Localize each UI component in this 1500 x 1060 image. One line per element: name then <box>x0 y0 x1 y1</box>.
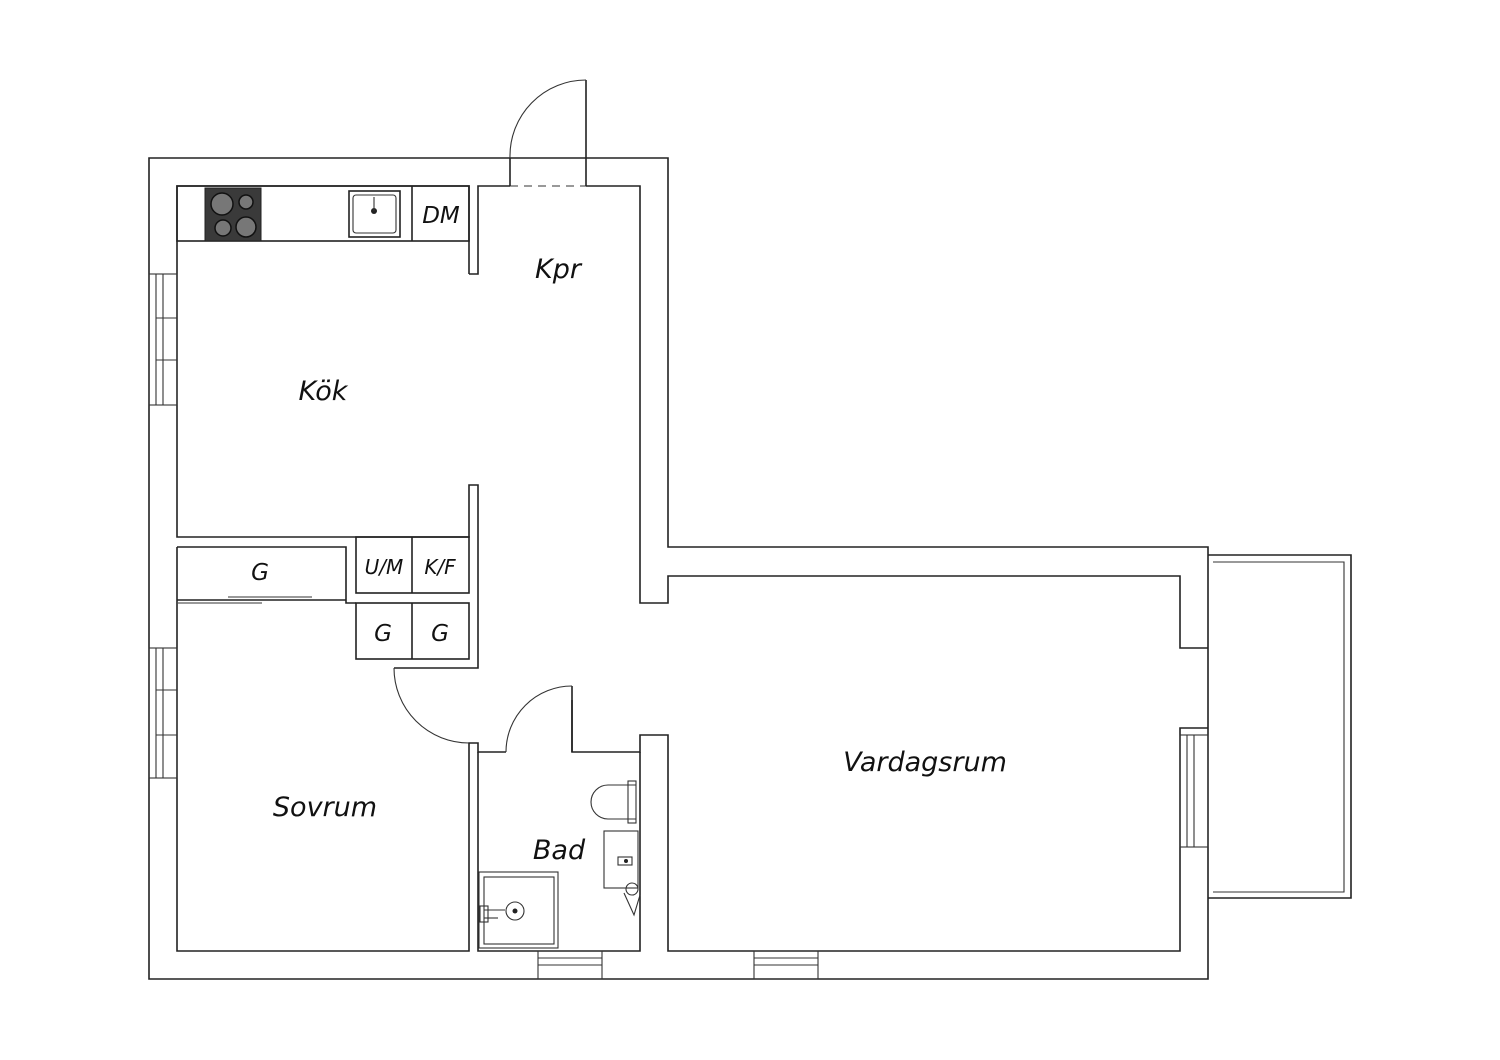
washer-dryer-label: U/M <box>365 555 404 579</box>
window-bath <box>537 950 603 980</box>
balcony <box>1208 554 1352 899</box>
room-label-bad: Bad <box>533 835 586 866</box>
kpr-wall-top <box>469 185 1208 649</box>
room-label-kok: Kök <box>299 376 349 407</box>
outer-wall <box>148 157 1209 980</box>
shower-icon <box>478 871 559 949</box>
bedroom-wardrobe <box>177 596 346 604</box>
kitchen-counter <box>176 185 470 242</box>
kitchen-sink-icon <box>348 190 401 238</box>
burner-icon <box>235 216 257 238</box>
bedroom-wardrobe-label: G <box>251 560 269 586</box>
window-livingroom-side <box>1179 734 1209 848</box>
toilet-icon <box>590 780 637 824</box>
window-livingroom-bottom <box>753 950 819 980</box>
room-label-sovrum: Sovrum <box>273 792 377 823</box>
room-label-vardagsrum: Vardagsrum <box>843 747 1007 778</box>
wardrobe-b-label: G <box>431 621 449 647</box>
burner-icon <box>214 219 232 237</box>
dishwasher-label: DM <box>422 203 460 229</box>
burner-icon <box>210 192 234 216</box>
livingroom-wall <box>571 700 1208 952</box>
kitchen-wall <box>176 185 479 669</box>
wardrobe-a-label: G <box>374 621 392 647</box>
bedroom-door[interactable] <box>393 667 470 744</box>
window-kitchen <box>148 273 178 406</box>
room-label-kpr: Kpr <box>535 254 583 285</box>
bedroom-wall <box>177 546 356 604</box>
washbasin-icon <box>603 830 641 917</box>
bath-door[interactable] <box>505 685 573 753</box>
fridge-freezer-label: K/F <box>424 555 456 579</box>
utility-closets <box>355 536 470 660</box>
window-bedroom <box>148 647 178 779</box>
entrance-door[interactable] <box>509 79 587 186</box>
burner-icon <box>238 194 254 210</box>
bedroom-wall-lower <box>176 547 506 952</box>
